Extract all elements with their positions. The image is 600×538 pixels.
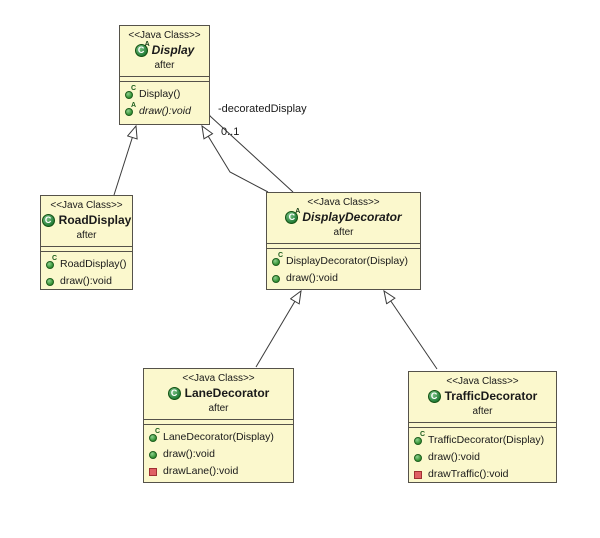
constructor-icon: C	[414, 431, 425, 446]
abstract-class-icon: C A	[134, 41, 150, 57]
generalization-lanedecorator-displaydecorator	[255, 291, 301, 368]
abstract-class-icon: C A	[285, 208, 301, 224]
fields-compartment-empty	[267, 243, 420, 249]
stereotype-label: <<Java Class>>	[182, 373, 255, 384]
method-row: draw():void	[272, 270, 416, 287]
abstract-method-icon: A	[125, 102, 136, 117]
constructor-icon: C	[46, 255, 57, 270]
generalization-roaddisplay-display	[113, 126, 136, 196]
generalization-trafficdecorator-displaydecorator	[384, 291, 438, 370]
fields-compartment-empty	[41, 246, 132, 252]
public-method-icon	[272, 274, 282, 284]
stereotype-label: <<Java Class>>	[307, 197, 380, 208]
package-label: after	[333, 227, 354, 238]
method-row: C RoadDisplay()	[46, 255, 128, 273]
abstract-badge: A	[144, 41, 150, 48]
constructor-icon: C	[125, 85, 136, 100]
class-box-displaydecorator[interactable]: <<Java Class>> C A DisplayDecorator afte…	[266, 192, 421, 290]
methods-compartment: C DisplayDecorator(Display) draw():void	[267, 249, 420, 289]
class-icon: C	[41, 214, 55, 227]
public-method-icon	[149, 450, 159, 460]
class-box-roaddisplay[interactable]: <<Java Class>> C RoadDisplay after C Roa…	[40, 195, 133, 290]
class-title: <<Java Class>> C TrafficDecorator after	[409, 372, 556, 422]
method-row: drawLane():void	[149, 463, 289, 480]
constructor-icon: C	[149, 428, 160, 443]
private-method-icon	[149, 467, 159, 477]
public-method-icon	[414, 453, 424, 463]
method-row: C TrafficDecorator(Display)	[414, 431, 552, 449]
association-role-label: -decoratedDisplay	[218, 103, 307, 115]
class-name: C LaneDecorator	[146, 385, 291, 402]
class-box-display[interactable]: <<Java Class>> C A Display after C Displ…	[119, 25, 210, 125]
method-row: draw():void	[46, 273, 128, 290]
class-name: C RoadDisplay	[41, 212, 131, 229]
class-title: <<Java Class>> C A Display after	[120, 26, 209, 76]
package-label: after	[154, 60, 175, 71]
fields-compartment-empty	[409, 422, 556, 428]
association-multiplicity-label: 0..1	[221, 126, 240, 138]
constructor-icon: C	[272, 252, 283, 267]
generalization-displaydecorator-display	[202, 126, 269, 193]
stereotype-label: <<Java Class>>	[50, 200, 123, 211]
methods-compartment: C RoadDisplay() draw():void	[41, 252, 132, 292]
association-decorateddisplay	[199, 105, 294, 193]
package-label: after	[208, 403, 229, 414]
class-box-lanedecorator[interactable]: <<Java Class>> C LaneDecorator after C L…	[143, 368, 294, 483]
class-title: <<Java Class>> C LaneDecorator after	[144, 369, 293, 419]
stereotype-label: <<Java Class>>	[128, 30, 201, 41]
method-row: C DisplayDecorator(Display)	[272, 252, 416, 270]
class-title: <<Java Class>> C A DisplayDecorator afte…	[267, 193, 420, 243]
private-method-icon	[414, 470, 424, 480]
methods-compartment: C TrafficDecorator(Display) draw():void …	[409, 428, 556, 485]
class-name: C A Display	[122, 41, 207, 59]
fields-compartment-empty	[144, 419, 293, 425]
method-row: draw():void	[149, 446, 289, 463]
methods-compartment: C LaneDecorator(Display) draw():void dra…	[144, 425, 293, 482]
method-row: C Display()	[125, 85, 205, 103]
method-row: draw():void	[414, 449, 552, 466]
stereotype-label: <<Java Class>>	[446, 376, 519, 387]
class-name: C A DisplayDecorator	[269, 208, 418, 226]
public-method-icon	[46, 277, 56, 287]
package-label: after	[472, 406, 493, 417]
fields-compartment-empty	[120, 76, 209, 82]
class-box-trafficdecorator[interactable]: <<Java Class>> C TrafficDecorator after …	[408, 371, 557, 483]
class-title: <<Java Class>> C RoadDisplay after	[41, 196, 132, 246]
method-row: drawTraffic():void	[414, 466, 552, 483]
class-icon: C	[427, 390, 441, 403]
package-label: after	[76, 230, 97, 241]
abstract-badge: A	[295, 208, 301, 215]
class-icon: C	[167, 387, 181, 400]
method-row: C LaneDecorator(Display)	[149, 428, 289, 446]
method-row: A draw():void	[125, 102, 205, 120]
methods-compartment: C Display() A draw():void	[120, 82, 209, 124]
class-name: C TrafficDecorator	[411, 388, 554, 405]
